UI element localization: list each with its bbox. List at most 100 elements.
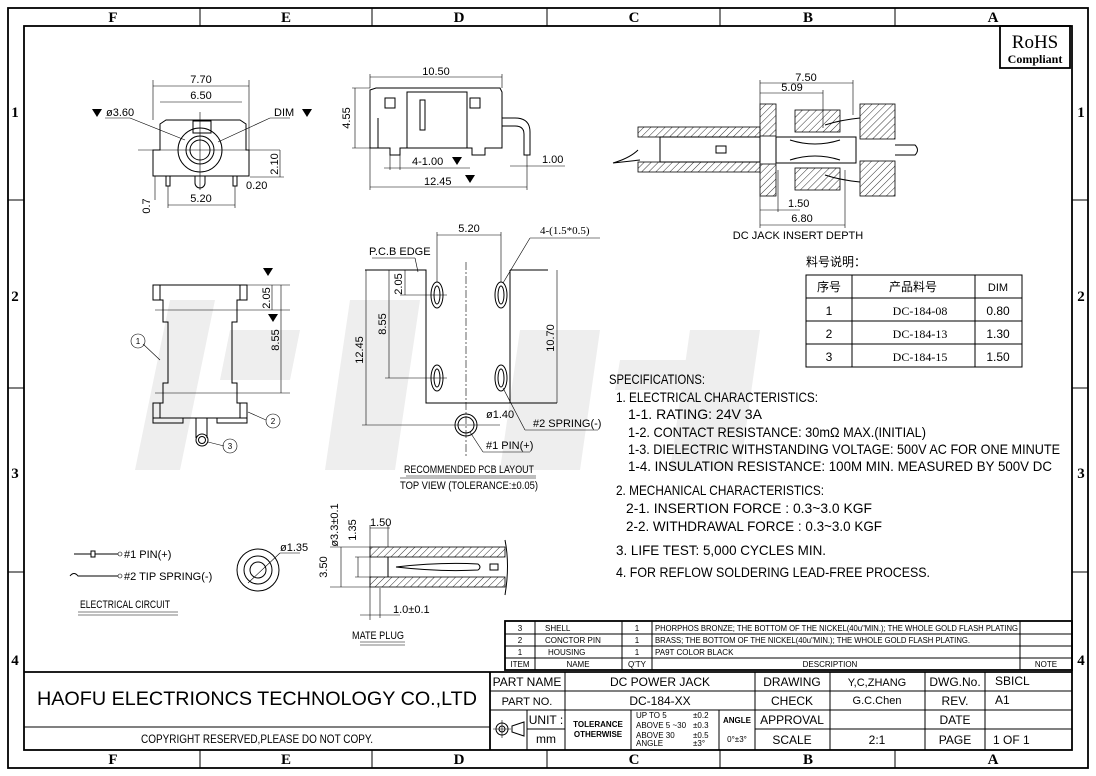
dimension-label: 1.00 [542,154,563,166]
spec-line: 1-4. INSULATION RESISTANCE: 100M MIN. ME… [628,458,1052,474]
bom-cell: 1 [635,648,640,657]
part-table-cell: DC-184-13 [893,327,948,341]
column-label: D [454,10,465,26]
angle-label: ANGLE [723,716,752,725]
bom-cell: CONCTOR PIN [545,636,601,645]
part-table-cell: 0.80 [986,304,1010,318]
part-table-cell: 2 [826,327,833,341]
spec-line: 4. FOR REFLOW SOLDERING LEAD-FREE PROCES… [616,564,930,580]
drawing-frame: F E D C B A F E D C B A 1 2 3 4 1 2 3 4 [7,7,1089,769]
dimension-label: 10.50 [422,66,450,78]
marker-triangle-icon [302,109,312,117]
rohs-badge: RoHS Compliant [999,25,1071,69]
dimension-label: 7.50 [795,72,816,84]
tolerance-value: ±0.2 [693,711,709,720]
column-label: E [281,752,291,768]
dimension-label: 12.45 [424,176,452,188]
part-name-value: DC POWER JACK [610,675,710,689]
part-table-header: 序号 [817,279,841,294]
plug-end-view: ø1.35 [236,542,308,592]
bom-cell: SHELL [545,624,571,633]
drawing-label: DRAWING [763,675,821,689]
column-label: D [454,752,465,768]
dimension-label: 10.70 [545,324,557,352]
dimension-label: ø3.3±0.1 [329,503,341,546]
bottom-view: 2.05 8.55 1 2 3 [130,268,290,454]
tolerance-label: OTHERWISE [574,730,623,739]
row-label: 3 [11,466,19,482]
specs-title: SPECIFICATIONS: [609,371,705,387]
page-label: PAGE [939,733,971,747]
spec-line: 1-1. RATING: 24V 3A [628,406,763,422]
part-table-title: 料号说明： [806,254,866,269]
part-no-label: PART NO. [502,696,553,708]
spec-line: 2. MECHANICAL CHARACTERISTICS: [616,482,824,498]
bom-cell: 3 [518,624,523,633]
part-table-header: DIM [988,282,1008,294]
bom-header: DESCRIPTION [803,660,858,669]
title-block: HAOFU ELECTRIONCS TECHNOLOGY CO.,LTD COP… [24,671,1072,750]
callout-number: 3 [228,442,233,451]
part-number-table: 料号说明： 序号 产品料号 DIM 1 DC-184-08 0.80 2 DC-… [805,254,1023,368]
bom-cell: PA9T COLOR BLACK [655,648,734,657]
column-label: F [108,752,117,768]
tolerance-range: ANGLE [636,739,663,748]
drawing-value: Y,C,ZHANG [848,677,906,689]
row-label: 4 [1077,653,1085,669]
dimension-label: 1.50 [788,198,809,210]
dimension-label: 4.55 [341,107,353,128]
row-label: 4 [11,653,19,669]
callout-number: 2 [271,417,276,426]
row-label: 2 [11,289,19,305]
dimension-label: 0.20 [246,180,267,192]
scale-label: SCALE [772,733,811,747]
part-table-cell: 1.50 [986,350,1010,364]
unit-label: UNIT : [529,713,563,727]
pin2-label: #2 TIP SPRING(-) [124,571,212,583]
marker-triangle-icon [268,314,278,322]
column-label: C [629,752,640,768]
row-label: 1 [11,105,19,121]
marker-triangle-icon [263,268,273,276]
spring-label: #2 SPRING(-) [533,418,601,430]
dimension-label: 2.05 [393,273,405,294]
spec-line: 1-2. CONTACT RESISTANCE: 30mΩ MAX.(INITI… [628,424,926,440]
specifications: SPECIFICATIONS: 1. ELECTRICAL CHARACTERI… [609,371,1060,580]
dimension-label: 5.20 [190,193,211,205]
tolerance-range: UP TO 5 [636,711,667,720]
marker-triangle-icon [92,109,102,117]
dimension-label: 6.80 [791,213,812,225]
part-no-value: DC-184-XX [629,694,690,708]
column-label: E [281,10,291,26]
page-value: 1 OF 1 [993,733,1030,747]
column-label: C [629,10,640,26]
dimension-label: 1.50 [370,517,391,529]
part-name-label: PART NAME [493,675,562,689]
part-table-cell: 1.30 [986,327,1010,341]
dimension-label: 2.05 [261,287,273,308]
scale-value: 2:1 [869,733,886,747]
date-label: DATE [939,713,970,727]
rohs-subtitle: Compliant [1008,52,1063,66]
mate-plug-title: MATE PLUG [352,630,404,642]
column-label: B [803,10,813,26]
electrical-circuit: #1 PIN(+) #2 TIP SPRING(-) ELECTRICAL CI… [69,549,212,616]
check-label: CHECK [771,694,813,708]
pcb-layout-view: 5.20 2.05 8.55 12.45 10.70 ø1.40 P.C.B E… [354,223,601,492]
dimension-label: 8.55 [377,313,389,334]
column-label: F [108,10,117,26]
tolerance-value: ±3° [693,739,705,748]
row-label: 3 [1077,466,1085,482]
column-label: B [803,752,813,768]
marker-triangle-icon [452,157,462,165]
dimension-label: ø1.40 [486,409,514,421]
dimension-label: 0.7 [141,198,153,213]
section-view: 7.50 5.09 1.50 6.80 DC JACK INSERT DEPTH [612,72,918,242]
front-view: 7.70 6.50 ø3.60 DIM 2.10 0.20 5.20 0.7 [92,74,312,214]
unit-value: mm [536,732,556,746]
bom-header: NOTE [1035,660,1057,669]
marker-triangle-icon [465,175,475,183]
watermark [135,300,760,470]
bom-cell: 1 [518,648,523,657]
